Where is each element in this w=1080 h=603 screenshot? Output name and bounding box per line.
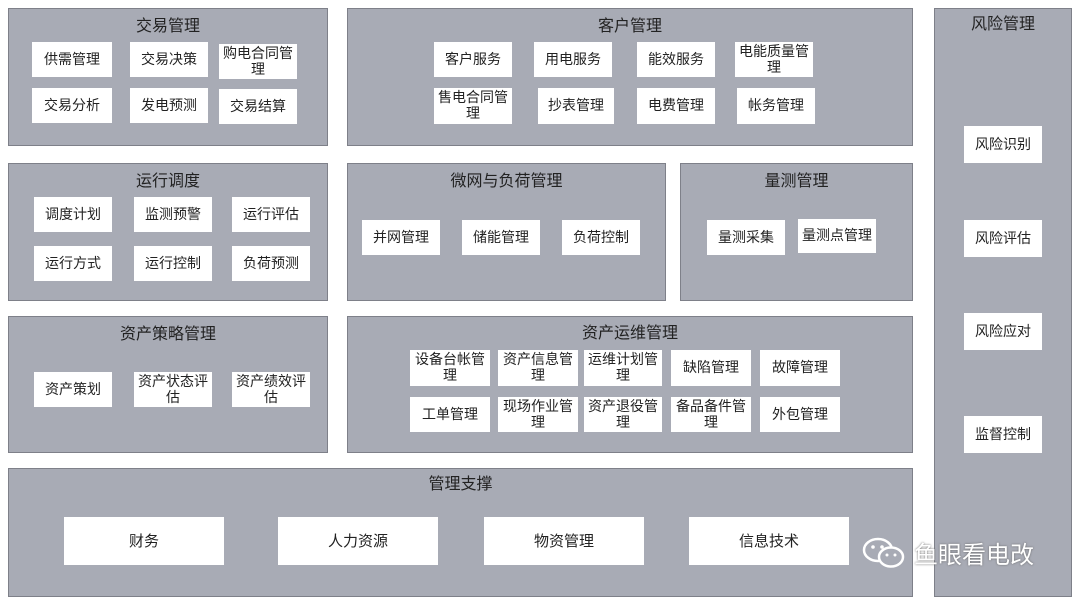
module-box: 外包管理 (760, 397, 840, 432)
module-box: 发电预测 (130, 88, 208, 123)
module-box: 资产策划 (34, 372, 112, 407)
module-box: 用电服务 (534, 42, 612, 77)
module-box: 售电合同管理 (434, 88, 512, 124)
wechat-icon (862, 537, 905, 568)
panel-title: 风险管理 (970, 14, 1035, 33)
module-box: 电能质量管理 (735, 42, 813, 77)
module-box: 监测预警 (134, 197, 212, 232)
panel-title: 资产运维管理 (581, 323, 678, 342)
module-box: 风险应对 (964, 313, 1042, 350)
module-box: 帐务管理 (737, 88, 815, 124)
module-box: 购电合同管理 (219, 44, 297, 79)
panel-title: 交易管理 (135, 16, 200, 35)
panel-risk: 风险管理 (934, 8, 1072, 597)
module-box: 储能管理 (462, 220, 540, 255)
module-box: 负荷控制 (562, 220, 640, 255)
module-box: 人力资源 (278, 517, 438, 565)
module-box: 工单管理 (410, 397, 490, 432)
module-box: 设备台帐管理 (410, 350, 490, 386)
module-box: 电费管理 (637, 88, 715, 124)
watermark: 鱼眼看电改 (862, 535, 1034, 570)
panel-title: 管理支撑 (428, 474, 493, 493)
module-box: 抄表管理 (538, 88, 614, 124)
module-box: 运行控制 (134, 246, 212, 281)
module-box: 运行评估 (232, 197, 310, 232)
module-box: 缺陷管理 (671, 350, 751, 386)
module-box: 资产绩效评估 (232, 372, 310, 407)
module-box: 信息技术 (689, 517, 849, 565)
panel-title: 微网与负荷管理 (450, 171, 563, 190)
module-box: 财务 (64, 517, 224, 565)
module-box: 物资管理 (484, 517, 644, 565)
module-box: 资产退役管理 (584, 397, 662, 432)
watermark-text: 鱼眼看电改 (914, 541, 1034, 569)
module-box: 交易结算 (219, 89, 297, 124)
module-box: 并网管理 (362, 220, 440, 255)
module-box: 负荷预测 (232, 246, 310, 281)
module-box: 交易决策 (130, 42, 208, 77)
module-box: 供需管理 (32, 42, 112, 77)
module-box: 资产信息管理 (498, 350, 578, 386)
module-box: 故障管理 (760, 350, 840, 386)
module-box: 运维计划管理 (584, 350, 662, 386)
module-box: 调度计划 (34, 197, 112, 232)
module-box: 量测采集 (707, 220, 785, 255)
module-box: 交易分析 (32, 88, 112, 123)
module-box: 风险识别 (964, 126, 1042, 163)
module-box: 监督控制 (964, 416, 1042, 453)
module-box: 运行方式 (34, 246, 112, 281)
panel-customer: 客户管理 (347, 8, 913, 146)
module-box: 能效服务 (637, 42, 715, 77)
module-box: 量测点管理 (798, 219, 876, 253)
module-box: 资产状态评估 (134, 372, 212, 407)
panel-title: 量测管理 (764, 171, 829, 190)
panel-title: 资产策略管理 (119, 324, 216, 343)
module-box: 风险评估 (964, 220, 1042, 257)
panel-title: 客户管理 (597, 16, 662, 35)
module-box: 客户服务 (434, 42, 512, 77)
module-box: 备品备件管理 (671, 397, 751, 432)
panel-title: 运行调度 (135, 171, 200, 190)
module-box: 现场作业管理 (498, 397, 578, 432)
